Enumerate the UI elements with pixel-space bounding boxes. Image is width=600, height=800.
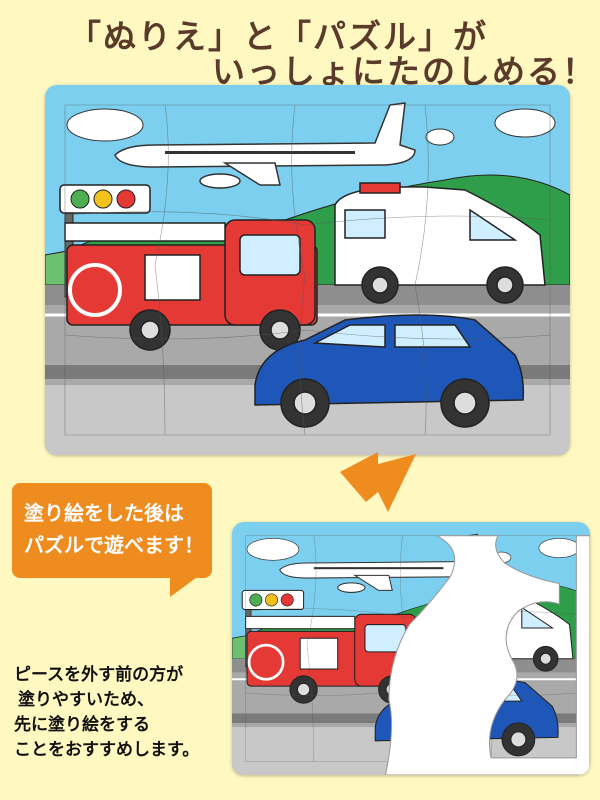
note-line-2: 塗りやすいため、	[18, 690, 154, 710]
headline-line-1: 「ぬりえ」と「パズル」が	[68, 17, 488, 56]
callout-line-2: パズルで遊べます！	[24, 533, 204, 557]
callout-line-1: 塗り絵をした後は	[24, 501, 184, 525]
headline-line-2: いっしょにたのしめる！	[212, 52, 597, 91]
colored-puzzle-illustration	[45, 85, 570, 455]
callout-tail	[170, 575, 200, 597]
puzzle-with-pieces-removed-illustration	[232, 522, 590, 775]
note-line-1: ピースを外す前の方が	[14, 665, 184, 685]
usage-note: ピースを外す前の方が 塗りやすいため、 先に塗り絵をする ことをおすすめします。	[14, 663, 199, 763]
callout-bubble: 塗り絵をした後は パズルで遊べます！	[12, 483, 212, 578]
down-arrow-icon	[340, 452, 416, 512]
note-line-4: ことをおすすめします。	[14, 740, 200, 760]
puzzle-frame-cutout	[384, 535, 590, 775]
note-line-3: 先に塗り絵をする	[14, 715, 150, 735]
